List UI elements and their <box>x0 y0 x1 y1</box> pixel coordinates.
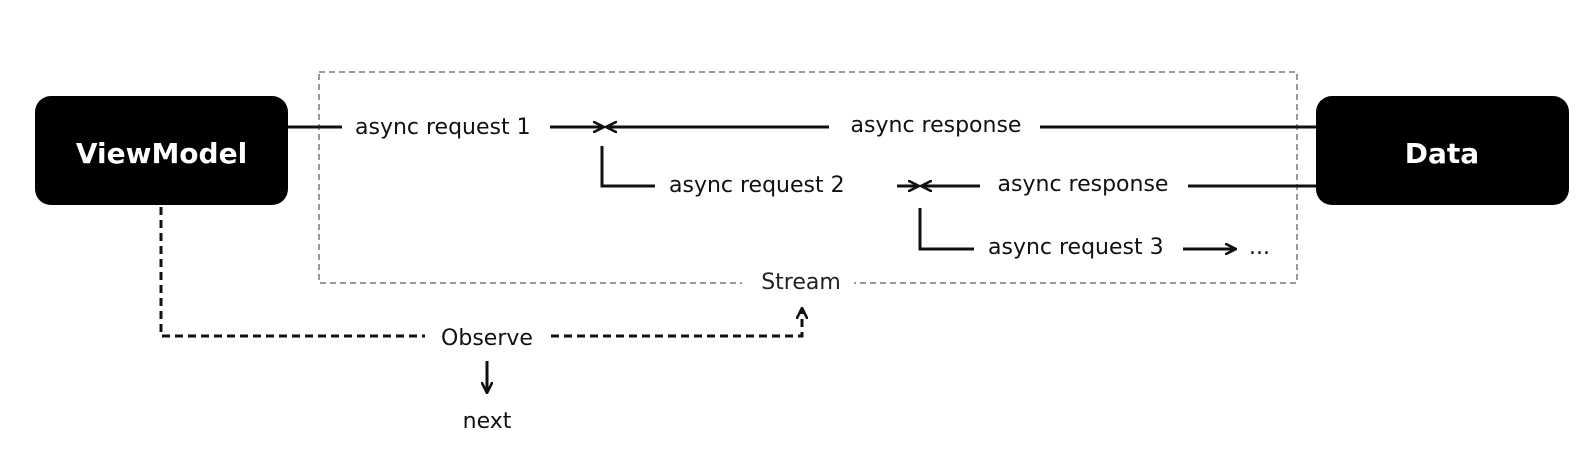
response-1-label: async response <box>851 113 1022 138</box>
stream-container <box>318 71 1298 284</box>
request-2-connector <box>600 146 655 188</box>
observe-line-left <box>159 207 425 338</box>
request-1-label: async request 1 <box>355 115 531 140</box>
next-label: next <box>463 409 512 434</box>
observe-label: Observe <box>441 326 533 351</box>
request-3-label: async request 3 <box>988 235 1164 260</box>
stream-label-gap <box>742 270 854 294</box>
viewmodel-node[interactable] <box>35 96 288 205</box>
request-3-connector <box>918 208 974 251</box>
data-node[interactable] <box>1316 96 1569 205</box>
stream-label: Stream <box>761 270 841 295</box>
response-2-label: async response <box>998 172 1169 197</box>
viewmodel-label: ViewModel <box>76 137 247 170</box>
request-2-label: async request 2 <box>669 173 845 198</box>
observe-line-right <box>551 308 802 338</box>
data-label: Data <box>1405 137 1479 170</box>
continuation-ellipsis: ... <box>1249 235 1270 260</box>
